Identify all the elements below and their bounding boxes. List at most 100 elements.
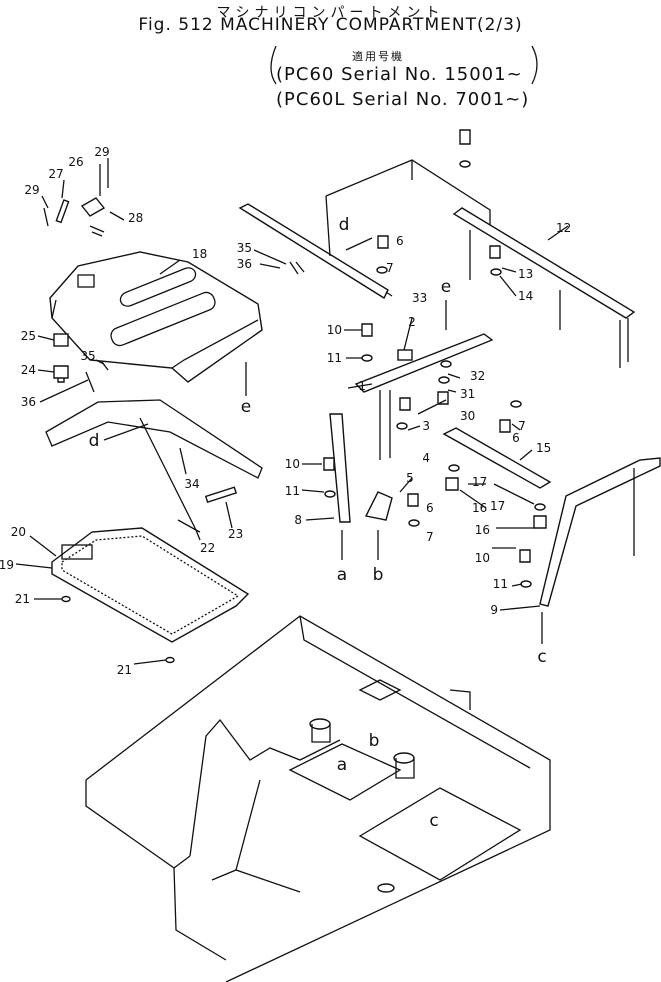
callout-28: 28: [128, 211, 143, 225]
washer-7-mid: [510, 400, 522, 408]
callout-11-right: 11: [493, 577, 508, 591]
bolt-3: [399, 397, 411, 411]
callout-4: 4: [422, 451, 430, 465]
callout-12: 12: [556, 221, 571, 235]
pin-27: [55, 199, 70, 224]
callout-16-left: 16: [472, 501, 487, 515]
hood-cover: [49, 251, 263, 383]
bolt-10-upper: [361, 323, 373, 337]
bolt-13: [489, 245, 501, 259]
callout-10-left: 10: [285, 457, 300, 471]
seal-piece-23: [204, 486, 238, 504]
callout-10-right: 10: [475, 551, 490, 565]
serial-pc60: (PC60 Serial No. 15001~: [276, 64, 523, 85]
callout-6-low: 6: [426, 501, 434, 515]
ref-e-upper: e: [441, 277, 451, 297]
callout-9: 9: [490, 603, 498, 617]
katakana-title: マシナリコンパートメント: [216, 5, 445, 21]
ref-d-lower: d: [89, 431, 100, 451]
clip-21-lower: [165, 656, 175, 664]
bolt-6-low: [407, 493, 419, 507]
callout-15: 15: [536, 441, 551, 455]
serial-close-bracket: [531, 45, 538, 85]
callout-11-upper: 11: [327, 351, 342, 365]
callout-25: 25: [21, 329, 36, 343]
callout-29-right: 29: [94, 145, 109, 159]
applicable-label: 適用号機: [352, 50, 404, 63]
callout-6-mid: 6: [512, 431, 520, 445]
washer-7-low: [408, 519, 420, 527]
callout-3: 3: [422, 419, 430, 433]
stay-8: [329, 413, 351, 523]
bolt-6-upper: [377, 235, 389, 249]
callout-23: 23: [228, 527, 243, 541]
washer-4: [396, 422, 408, 430]
callout-36-left: 36: [21, 395, 36, 409]
callout-32: 32: [470, 369, 485, 383]
callout-5: 5: [406, 471, 414, 485]
serial-open-bracket: [270, 45, 277, 85]
callout-36-right: 36: [237, 257, 252, 271]
nut-16-right: [533, 515, 547, 529]
callout-21-lower: 21: [117, 663, 132, 677]
callout-16-right: 16: [475, 523, 490, 537]
callout-18: 18: [192, 247, 207, 261]
ref-c-lower: c: [429, 811, 438, 831]
callout-11-left: 11: [285, 484, 300, 498]
callout-8: 8: [294, 513, 302, 527]
callout-1: 1: [358, 379, 366, 393]
callout-30: 30: [460, 409, 475, 423]
callout-13: 13: [518, 267, 533, 281]
washer-31: [438, 376, 450, 384]
callout-35-left: 35: [80, 349, 95, 363]
callout-19: 19: [0, 558, 14, 572]
callout-20: 20: [11, 525, 26, 539]
figure-title: Fig. 512 MACHINERY COMPARTMENT(2/3): [138, 15, 523, 35]
bolt-10-left: [323, 457, 335, 471]
ref-a-upper: a: [337, 565, 347, 585]
callout-35-right: 35: [237, 241, 252, 255]
callout-6-upper: 6: [396, 234, 404, 248]
crossmember-1: [354, 333, 494, 393]
engine-hood-support: [325, 159, 491, 257]
support-legs-12: [469, 230, 629, 368]
latch-26: [80, 197, 106, 217]
bracket-15: [442, 427, 552, 489]
callout-10-upper: 10: [327, 323, 342, 337]
crossmember-legs: [379, 390, 391, 460]
pin-36-left: [85, 371, 95, 393]
bolt-24: [53, 365, 69, 383]
callout-26: 26: [68, 155, 83, 169]
serial-pc60l: (PC60L Serial No. 7001~): [276, 89, 530, 110]
leg-frame-9: [539, 457, 661, 607]
ref-b-upper: b: [373, 565, 384, 585]
ref-b-lower: b: [369, 731, 380, 751]
callout-29-left: 29: [24, 183, 39, 197]
ref-a-lower: a: [337, 755, 347, 775]
callout-7-upper: 7: [386, 261, 394, 275]
plate-2: [397, 349, 413, 361]
ref-c-upper: c: [537, 647, 546, 667]
leader-lines: [15, 164, 569, 665]
arrow-d-lower: [103, 423, 149, 441]
bolt-6-mid: [499, 419, 511, 433]
revolving-frame: [85, 615, 551, 982]
callout-27: 27: [48, 167, 63, 181]
washer-17-left: [448, 464, 460, 472]
callout-17-right: 17: [490, 499, 505, 513]
callout-31: 31: [460, 387, 475, 401]
callout-33: 33: [412, 291, 427, 305]
callout-17-left: 17: [472, 475, 487, 489]
bushing-25: [53, 333, 69, 347]
bolt-top: [459, 129, 471, 145]
pin-29-left: [43, 207, 49, 227]
nut-16-left: [445, 477, 459, 491]
washer-11-right: [520, 580, 532, 588]
washer-17-right: [534, 503, 546, 511]
callout-2: 2: [408, 315, 416, 329]
bracket-33: [238, 203, 389, 300]
washer-32: [440, 360, 452, 368]
callout-21-upper: 21: [15, 592, 30, 606]
washer-11-upper: [361, 354, 373, 362]
bracket-5: [364, 491, 393, 521]
